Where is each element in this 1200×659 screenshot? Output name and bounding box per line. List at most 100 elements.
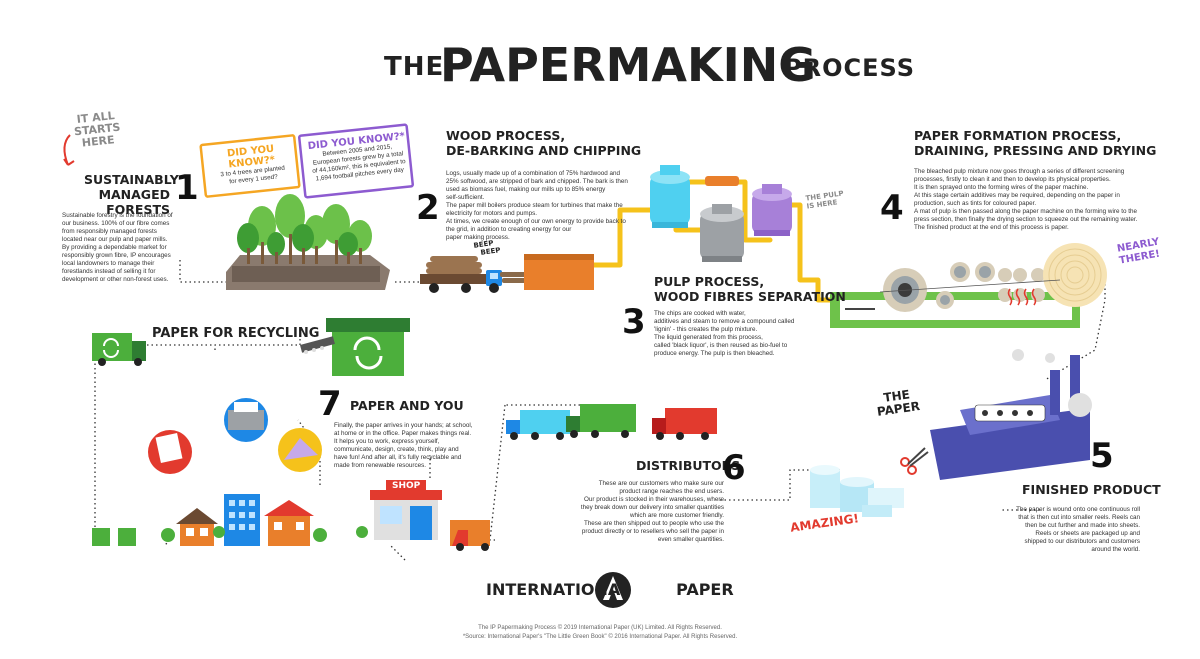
step2-line: the grid, in addition to creating energy… <box>446 226 572 233</box>
step3-line: additives and steam to remove a compound… <box>654 318 795 325</box>
ip-logo-icon <box>595 572 631 608</box>
step4-title-2: DRAINING, PRESSING AND DRYING <box>914 143 1157 158</box>
step1-title: SUSTAINABLY MANAGED FORESTS <box>84 172 179 217</box>
pipe-valve <box>705 176 739 186</box>
step4-line: It is then sprayed onto the forming wire… <box>914 184 1089 191</box>
step7-line: at home or in the office. Paper makes th… <box>334 430 472 437</box>
recycling-bin <box>300 318 410 376</box>
step4-line: The bleached pulp mixture now goes throu… <box>914 168 1125 175</box>
step4-line: production, such as tints for coloured p… <box>914 200 1037 207</box>
step3-title-1: PULP PROCESS, <box>654 274 765 289</box>
step4-body: The bleached pulp mixture now goes throu… <box>914 168 1184 232</box>
step2-title-1: WOOD PROCESS, <box>446 128 566 143</box>
step1-line: development or other non-forest uses. <box>62 276 169 283</box>
step2-line: The paper mill boilers produce steam for… <box>446 202 623 209</box>
step7-line: It helps you to work, express yourself, <box>334 438 440 445</box>
step6-title: DISTRIBUTORS <box>636 458 741 473</box>
step5-title: FINISHED PRODUCT <box>1022 482 1161 497</box>
step1-line: By providing a dependable market for <box>62 244 167 251</box>
step5-body: The paper is wound onto one continuous r… <box>990 506 1140 554</box>
step4-title-1: PAPER FORMATION PROCESS, <box>914 128 1122 143</box>
step6-number: 6 <box>722 448 746 488</box>
step3-line: called 'black liquor', is then reused as… <box>654 342 788 349</box>
step6-line: These are our customers who make sure ou… <box>598 480 724 487</box>
title-process: PROCESS <box>784 54 915 82</box>
step6-line: product directly or to resellers who sel… <box>581 528 724 535</box>
logo-name-1: INTERNATIONAL <box>486 580 631 599</box>
step7-line: have fun! And after all, it's fully recy… <box>334 454 462 461</box>
step5-line: around the world. <box>1091 546 1140 553</box>
step3-line: 'lignin' - this creates the pulp mixture… <box>654 326 758 333</box>
step2-title-2: DE-BARKING AND CHIPPING <box>446 143 642 158</box>
step2-body: Logs, usually made up of a combination o… <box>446 170 656 242</box>
step2-line: electricity for motors and pumps. <box>446 210 537 217</box>
step1-title-1: SUSTAINABLY <box>84 172 179 187</box>
step1-line: responsibly grown fibre, IP encourages <box>62 252 171 259</box>
step1-line: forestlands instead of selling it for <box>62 268 156 275</box>
step6-body: These are our customers who make sure ou… <box>554 480 724 544</box>
finishing-machine <box>930 349 1092 480</box>
step1-title-2: MANAGED FORESTS <box>98 187 170 217</box>
step3-line: produce energy. The pulp is then bleache… <box>654 350 775 357</box>
step3-title: PULP PROCESS, WOOD FIBRES SEPARATION <box>654 274 846 304</box>
step1-number: 1 <box>175 168 199 208</box>
logo-name-2: PAPER <box>676 580 734 599</box>
step5-line: shipped to our distributors and customer… <box>1024 538 1140 545</box>
step7-title: PAPER AND YOU <box>350 398 464 413</box>
intro-text: IT ALL STARTS HERE <box>72 109 122 151</box>
step2-line: paper making process. <box>446 234 510 241</box>
step1-line: Sustainable forestry is the foundation o… <box>62 212 173 219</box>
step1-line: local landowners to manage their <box>62 260 155 267</box>
footer-line-2: *Source: International Paper's "The Litt… <box>462 634 738 640</box>
step5-number: 5 <box>1090 436 1114 476</box>
distributor-trucks <box>506 404 717 440</box>
step6-line: These are then shipped out to people who… <box>583 520 724 527</box>
step3-line: The liquid generated from this process, <box>654 334 763 341</box>
step4-line: The finished product at the end of this … <box>914 224 1069 231</box>
step1-line: our business. 100% of our fibre comes <box>62 220 170 227</box>
step6-line: they break down our delivery into smalle… <box>580 504 724 511</box>
recycling-truck <box>92 333 146 366</box>
shop-sign: SHOP <box>386 480 427 492</box>
step4-number: 4 <box>880 188 904 228</box>
step6-line: which are more customer friendly. <box>629 512 724 519</box>
step7-number: 7 <box>318 384 342 424</box>
ip-logo: INTERNATIONAL PAPER <box>486 580 734 599</box>
step5-line: that is then cut into smaller reels. Ree… <box>1018 514 1140 521</box>
step4-line: processes, firstly to clean it and then … <box>914 176 1111 183</box>
step6-line: Our product is stocked in their warehous… <box>584 496 724 503</box>
step4-line: press section, then finally the drying s… <box>914 216 1138 223</box>
pulp-tanks <box>650 165 792 262</box>
step4-title: PAPER FORMATION PROCESS, DRAINING, PRESS… <box>914 128 1156 158</box>
title-the: THE <box>384 52 445 82</box>
step2-line: Logs, usually made up of a combination o… <box>446 170 620 177</box>
dyk-bubbles <box>199 123 414 199</box>
step7-line: made from renewable resources. <box>334 462 427 469</box>
recycling-title: PAPER FOR RECYCLING <box>152 326 320 341</box>
step1-line: located near our pulp and paper mills. <box>62 236 168 243</box>
step4-line: A mat of pulp is then passed along the p… <box>914 208 1137 215</box>
step4-line: At this stage certain additives may be r… <box>914 192 1120 199</box>
step3-title-2: WOOD FIBRES SEPARATION <box>654 289 846 304</box>
step1-body: Sustainable forestry is the foundation o… <box>62 212 182 284</box>
title-main: PAPERMAKING <box>440 38 817 92</box>
footer-line-1: The IP Papermaking Process © 2019 Intern… <box>478 625 722 631</box>
step2-title: WOOD PROCESS, DE-BARKING AND CHIPPING <box>446 128 641 158</box>
step3-number: 3 <box>622 302 646 342</box>
step7-line: communicate, design, create, think, play… <box>334 446 459 453</box>
log-truck <box>420 254 594 293</box>
step3-line: The chips are cooked with water, <box>654 310 746 317</box>
step5-line: The paper is wound onto one continuous r… <box>1016 506 1140 513</box>
step5-line: Reels or sheets are packaged up and <box>1035 530 1140 537</box>
step6-line: product range reaches the end users. <box>619 488 724 495</box>
step7-body: Finally, the paper arrives in your hands… <box>334 422 514 470</box>
forest-illustration <box>226 194 390 290</box>
start-arrow <box>63 134 75 166</box>
step2-line: 25% softwood, are stripped of bark and c… <box>446 178 628 185</box>
step7-line: Finally, the paper arrives in your hands… <box>334 422 473 429</box>
step2-line: At times, we create enough of our own en… <box>446 218 626 225</box>
step5-line: then be cut further and made into sheets… <box>1025 522 1140 529</box>
scissors-icon <box>900 447 929 475</box>
step2-number: 2 <box>416 188 440 228</box>
